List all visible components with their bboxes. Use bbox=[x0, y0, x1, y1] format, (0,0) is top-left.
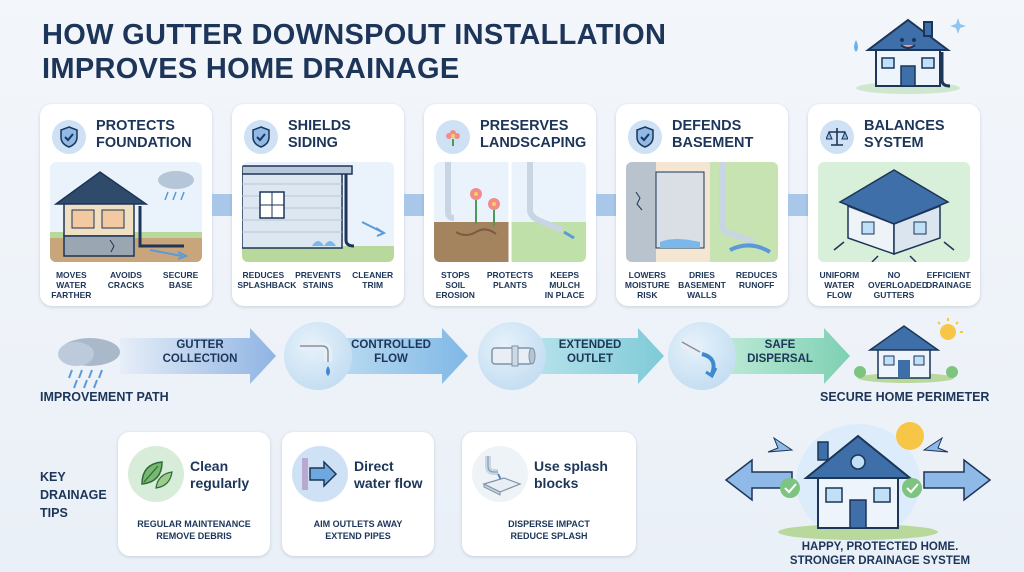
key-tips-label: KEY DRAINAGE TIPS bbox=[40, 470, 107, 520]
secure-home-icon bbox=[854, 318, 963, 383]
card-connector bbox=[212, 194, 232, 216]
shield-check-icon bbox=[244, 120, 278, 154]
foundation-illustration bbox=[50, 162, 202, 262]
protected-home-illustration bbox=[724, 422, 992, 540]
improvement-path-label: IMPROVEMENT PATH bbox=[40, 390, 169, 404]
flower-icon bbox=[436, 120, 470, 154]
shield-check-icon bbox=[628, 120, 662, 154]
arrow-right-icon bbox=[292, 446, 348, 502]
title-line-1: HOW GUTTER DOWNSPOUT INSTALLATION bbox=[42, 19, 667, 51]
leaf-icon bbox=[128, 446, 184, 502]
title-line-2: IMPROVES HOME DRAINAGE bbox=[42, 53, 460, 85]
system-illustration bbox=[818, 162, 970, 262]
splash-block-icon bbox=[472, 446, 528, 502]
card-connector bbox=[788, 194, 808, 216]
basement-illustration bbox=[626, 162, 778, 262]
rain-cloud-icon bbox=[58, 338, 120, 389]
pipe-extension-icon bbox=[478, 322, 546, 390]
gutter-elbow-icon bbox=[284, 322, 352, 390]
outlet-dispersal-icon bbox=[668, 322, 736, 390]
card-connector bbox=[596, 194, 616, 216]
landscaping-illustration bbox=[434, 162, 586, 262]
shield-check-icon bbox=[52, 120, 86, 154]
secure-home-label: SECURE HOME PERIMETER bbox=[820, 390, 990, 404]
siding-illustration bbox=[242, 162, 394, 262]
final-message: HAPPY, PROTECTED HOME. STRONGER DRAINAGE… bbox=[789, 541, 971, 567]
page-title: HOW GUTTER DOWNSPOUT INSTALLATION IMPROV… bbox=[42, 18, 802, 86]
happy-house-mascot-icon bbox=[854, 18, 966, 94]
scale-icon bbox=[820, 120, 854, 154]
card-connector bbox=[404, 194, 424, 216]
